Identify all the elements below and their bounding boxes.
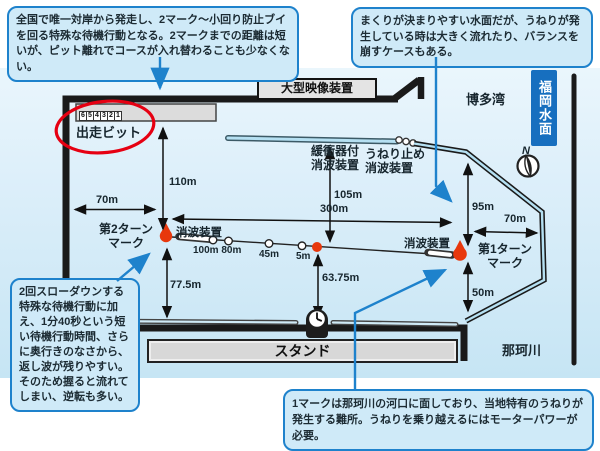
fukuoka-water-banner: 福岡水面	[531, 70, 557, 146]
naka-river-label: 那珂川	[502, 343, 542, 358]
measure-45m: 45m	[259, 249, 280, 260]
callout-top-left-text: 全国で唯一対岸から発走し、2マーク～小回り防止ブイを回る特殊な待機行動となる。2…	[16, 14, 290, 73]
buffer-wave-device-bar	[225, 135, 417, 147]
compass-icon	[516, 154, 540, 178]
callout-bottom-right: 1マークは那珂川の河口に面しており、当地特有のうねりが発生する難所。うねりを乗り…	[283, 389, 594, 451]
big-screen-label: 大型映像装置	[280, 81, 353, 95]
wave-device-left-label: 消波装置	[176, 227, 222, 239]
hakata-bay-label: 博多湾	[466, 92, 506, 107]
start-pit-label: 出走ビット	[76, 125, 142, 140]
callout-bottom-left: 2回スローダウンする特殊な待機行動に加え、1分40秒という短い待機行動時間、さら…	[10, 278, 140, 412]
measure-5m: 5m	[296, 251, 311, 262]
swell-stop-label: うねり止め 消波装置	[365, 147, 426, 175]
measure-77-5m: 77.5m	[170, 279, 202, 291]
course-buoy-line	[171, 232, 457, 259]
turn-mark-2-label: 第2ターン マーク	[98, 222, 154, 250]
center-red-buoy	[312, 242, 322, 252]
callout-bottom-left-text: 2回スローダウンする特殊な待機行動に加え、1分40秒という短い待機行動時間、さら…	[19, 286, 129, 403]
clock-icon	[306, 309, 328, 338]
measure-300m: 300m	[320, 203, 349, 215]
measure-70m-left: 70m	[96, 194, 119, 206]
turn-mark-1-label: 第1ターン マーク	[477, 242, 533, 270]
stand-label: スタンド	[274, 343, 331, 359]
measure-63-75m: 63.75m	[322, 272, 360, 284]
measure-105m: 105m	[334, 189, 363, 201]
big-screen-box: 大型映像装置	[257, 78, 377, 100]
pit-number-boxes: 6 5 4 3 2 1	[79, 111, 122, 121]
callout-top-right-text: まくりが決まりやすい水面だが、うねりが発生している時は大きく流れたり、バランスを…	[360, 15, 580, 58]
callout-top-left: 全国で唯一対岸から発走し、2マーク～小回り防止ブイを回る特殊な待機行動となる。2…	[7, 6, 299, 82]
measure-100m-80m: 100m 80m	[193, 245, 242, 256]
stand-box: スタンド	[147, 339, 458, 363]
compass-n-label: N	[522, 145, 530, 157]
turn-mark-2-buoy	[159, 223, 173, 243]
measure-50m: 50m	[472, 287, 495, 299]
buffer-device-label: 緩衝器付 消波装置	[311, 144, 360, 172]
turn-mark-1-buoy	[453, 240, 467, 261]
callout-top-right: まくりが決まりやすい水面だが、うねりが発生している時は大きく流れたり、バランスを…	[351, 7, 593, 68]
wave-device-right-label: 消波装置	[404, 238, 450, 250]
callout-bottom-right-text: 1マークは那珂川の河口に面しており、当地特有のうねりが発生する難所。うねりを乗り…	[292, 398, 584, 442]
measure-70m-right: 70m	[504, 213, 527, 225]
measure-110m: 110m	[169, 176, 197, 188]
measurement-arrows	[73, 126, 539, 319]
pit-number-1: 1	[114, 111, 122, 121]
measure-95m: 95m	[472, 201, 495, 213]
